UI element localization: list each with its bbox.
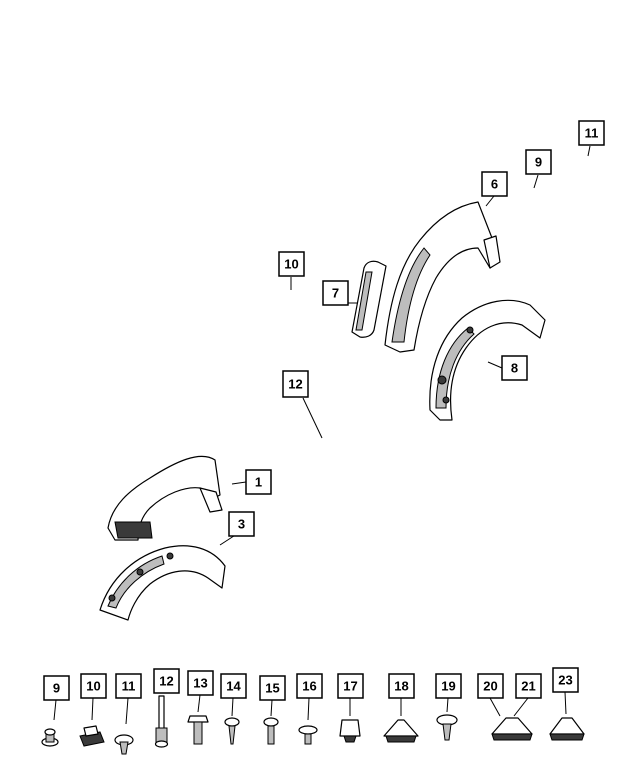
fastener-14-label: 14 [226,679,241,694]
fastener-16-label: 16 [302,679,316,694]
push-retainer-icon [383,719,419,743]
fastener-12-label: 12 [159,674,173,689]
fastener-14: 14 [220,673,247,745]
callout-6-label: 6 [491,177,498,192]
leader-lines [219,145,591,546]
fastener-21-label: 21 [521,679,535,694]
stud-bolt-icon [154,695,169,748]
callout-11: 11 [578,120,605,146]
fastener-21: 21 [491,673,542,741]
fastener-23: 23 [549,667,585,741]
fastener-23-label: 23 [558,673,572,688]
fastener-row: 9 10 11 [41,667,585,755]
fastener-16: 16 [296,673,323,745]
washer-screw-icon [298,725,318,745]
fastener-11-label: 11 [122,679,136,694]
callout-1: 1 [245,469,272,495]
callout-12-label: 12 [288,377,302,392]
callout-10-label: 10 [284,257,298,272]
callout-11-label: 11 [585,126,599,141]
push-pin-icon [114,734,134,755]
fastener-13-label: 13 [193,676,207,691]
callout-6: 6 [481,171,508,197]
fastener-15-label: 15 [265,681,279,696]
fastener-12: 12 [153,668,180,748]
fastener-15: 15 [259,675,286,745]
flange-bolt-icon [41,728,59,747]
callout-7-label: 7 [332,286,339,301]
rear-fender-flare [384,201,501,353]
clip-nut-icon [79,725,105,747]
rear-wheelhouse-liner [429,299,546,421]
callout-3: 3 [228,511,255,537]
fastener-9-label: 9 [53,681,60,696]
fastener-13: 13 [187,670,214,745]
front-fender-flare [107,455,223,541]
side-trim-piece [351,260,387,338]
callout-8-label: 8 [511,361,518,376]
callout-9: 9 [525,149,552,175]
callout-3-label: 3 [238,517,245,532]
callout-9-label: 9 [535,155,542,170]
fastener-20: 20 [477,673,504,717]
callout-10: 10 [278,251,305,277]
callout-1-label: 1 [255,475,262,490]
bolt-icon [263,717,279,745]
fastener-10-label: 10 [86,679,100,694]
fastener-17-label: 17 [343,679,357,694]
fastener-11: 11 [114,673,142,755]
callout-12: 12 [282,370,309,398]
callout-8: 8 [501,355,528,381]
callout-7: 7 [322,280,349,306]
hex-bolt-icon [187,715,209,745]
fender-retainer-icon [491,717,533,741]
front-wheelhouse-liner [99,545,226,621]
fastener-17: 17 [337,673,364,743]
fastener-18-label: 18 [394,679,408,694]
fastener-18: 18 [383,673,419,743]
screw-icon [224,717,240,745]
retainer-clip-icon [339,719,361,743]
christmas-tree-clip-icon [436,714,458,741]
fastener-20-label: 20 [483,679,497,694]
molding-clip-icon [549,717,585,741]
fastener-19-label: 19 [441,679,455,694]
fastener-19: 19 [435,673,462,741]
fastener-10: 10 [79,673,107,747]
fastener-9: 9 [41,675,70,747]
